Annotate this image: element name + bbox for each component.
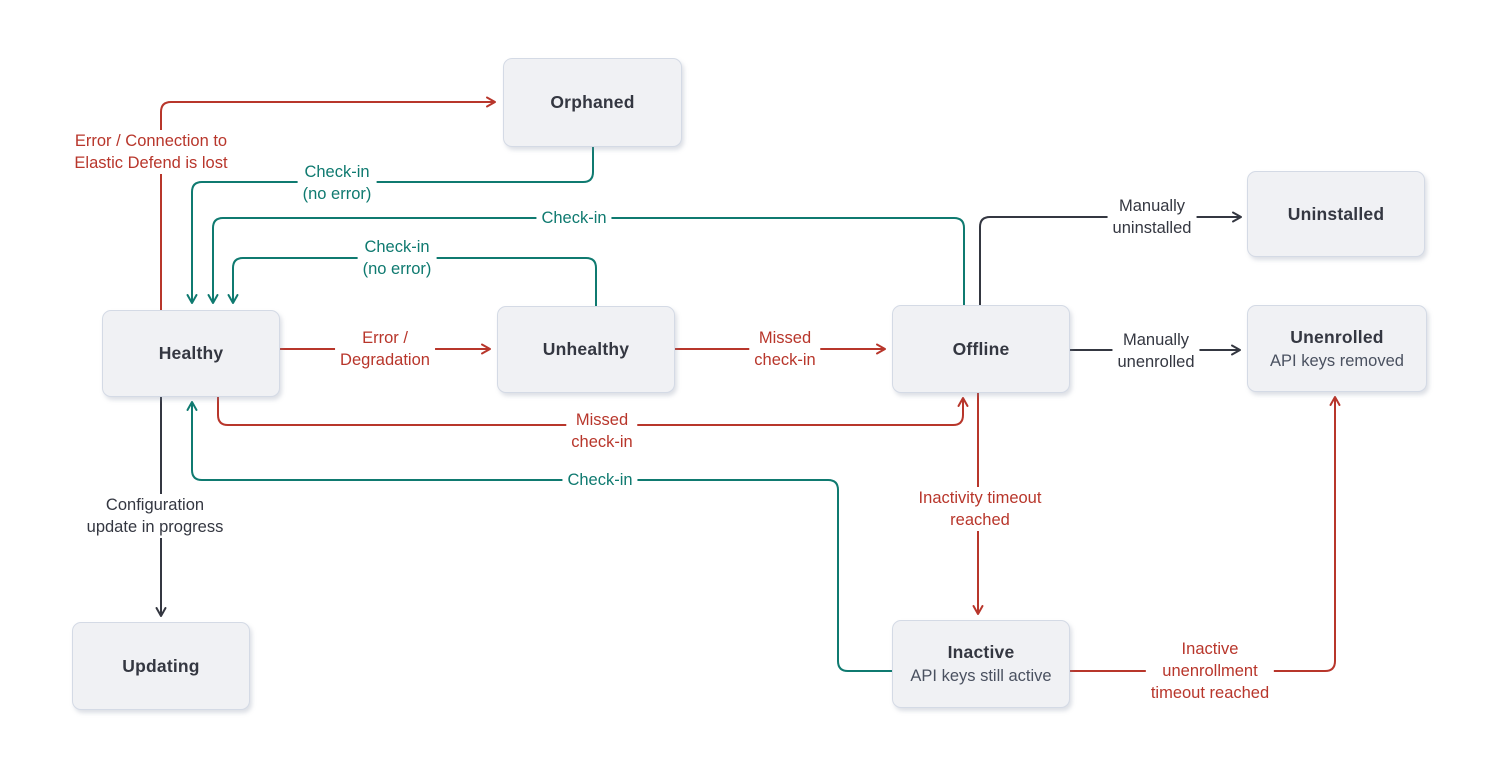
edge-label-healthy-unhealthy: Error / Degradation bbox=[335, 327, 435, 371]
edge-label-healthy-orphaned: Error / Connection to Elastic Defend is … bbox=[69, 130, 233, 174]
edge-label-orphaned-healthy: Check-in (no error) bbox=[297, 161, 377, 205]
state-title-uninstalled: Uninstalled bbox=[1287, 203, 1385, 224]
edge-label-inactive-healthy: Check-in bbox=[562, 469, 638, 491]
state-box-uninstalled: Uninstalled bbox=[1247, 171, 1425, 257]
edge-label-offline-inactive: Inactivity timeout reached bbox=[913, 487, 1047, 531]
edge-label-offline-uninstalled: Manually uninstalled bbox=[1107, 195, 1197, 239]
state-subtitle-unenrolled: API keys removed bbox=[1270, 351, 1404, 370]
edge-inactive-to-unenrolled bbox=[1070, 396, 1341, 672]
edge-orphaned-to-healthy bbox=[186, 147, 594, 304]
state-box-unenrolled: Unenrolled API keys removed bbox=[1247, 305, 1427, 392]
edge-label-unhealthy-healthy: Check-in (no error) bbox=[357, 236, 437, 280]
edge-label-offline-healthy: Check-in bbox=[536, 207, 612, 229]
state-box-inactive: Inactive API keys still active bbox=[892, 620, 1070, 708]
edge-inactive-to-healthy bbox=[186, 401, 892, 672]
state-title-offline: Offline bbox=[952, 338, 1010, 359]
state-title-healthy: Healthy bbox=[158, 343, 224, 363]
state-title-inactive: Inactive bbox=[947, 642, 1015, 662]
edge-offline-to-healthy bbox=[207, 217, 965, 305]
edge-label-healthy-offline: Missed check-in bbox=[566, 409, 638, 453]
state-title-unhealthy: Unhealthy bbox=[542, 339, 630, 359]
state-box-updating: Updating bbox=[72, 622, 250, 710]
edge-label-healthy-updating: Configuration update in progress bbox=[81, 494, 229, 538]
edge-label-inactive-unenrolled: Inactive unenrollment timeout reached bbox=[1145, 638, 1275, 704]
state-box-healthy: Healthy bbox=[102, 310, 280, 397]
state-title-updating: Updating bbox=[122, 655, 200, 676]
state-box-orphaned: Orphaned bbox=[503, 58, 682, 147]
edge-offline-to-uninstalled bbox=[979, 211, 1242, 305]
state-box-unhealthy: Unhealthy bbox=[497, 306, 675, 393]
state-subtitle-inactive: API keys still active bbox=[910, 667, 1052, 685]
state-title-orphaned: Orphaned bbox=[550, 92, 635, 112]
state-title-unenrolled: Unenrolled bbox=[1290, 326, 1384, 347]
edge-label-offline-unenrolled: Manually unenrolled bbox=[1112, 329, 1200, 373]
state-box-offline: Offline bbox=[892, 305, 1070, 393]
edge-label-unhealthy-offline: Missed check-in bbox=[749, 327, 821, 371]
edge-healthy-to-orphaned bbox=[160, 96, 496, 310]
